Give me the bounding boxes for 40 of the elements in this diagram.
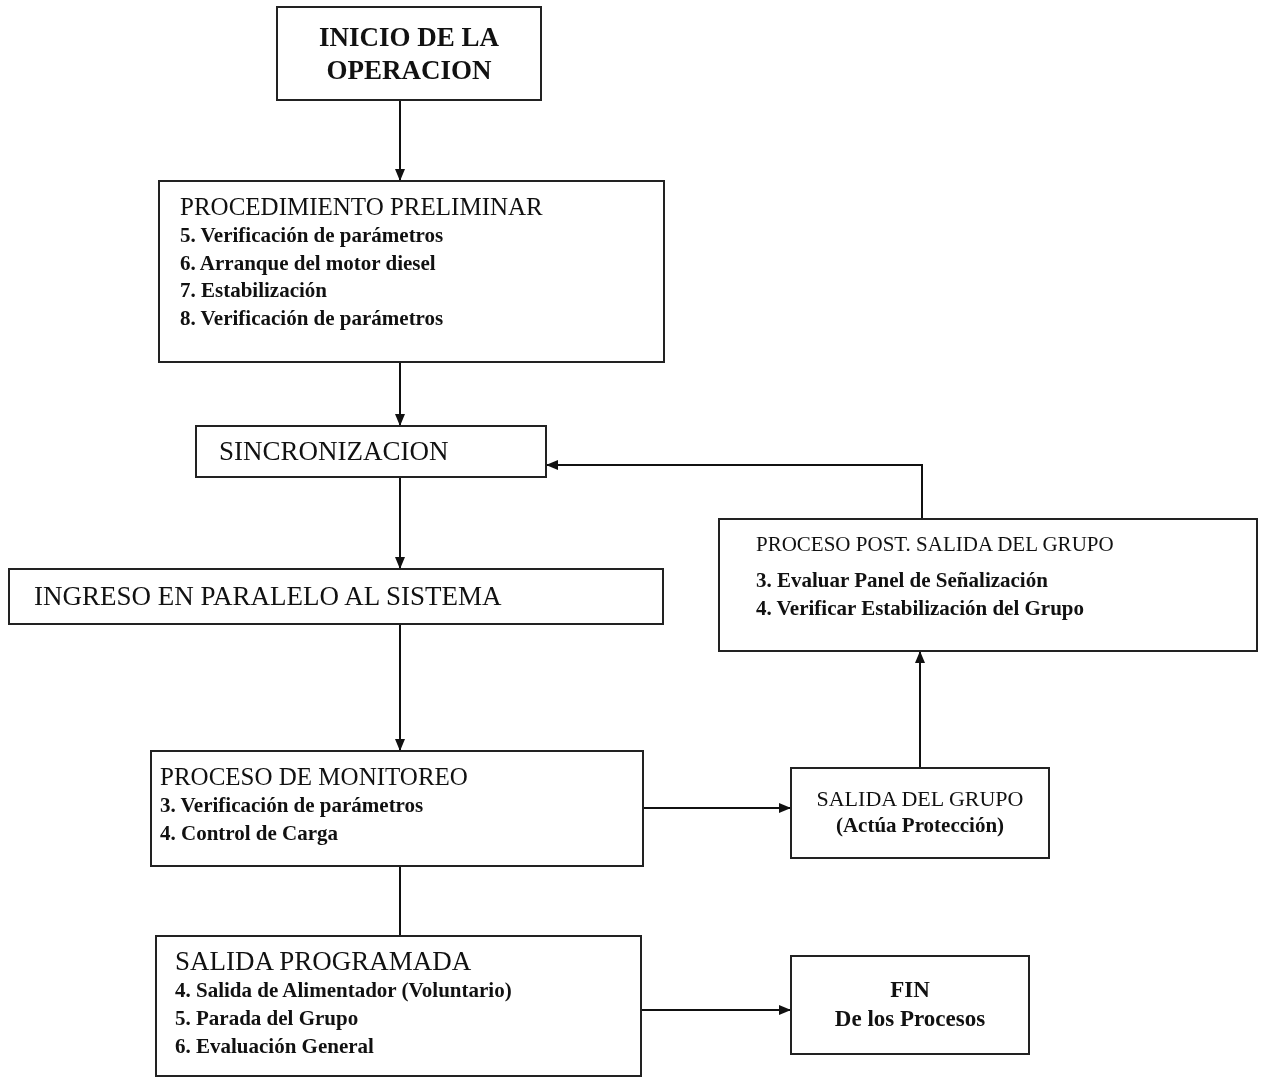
step-text: 4. Salida de Alimentador (Voluntario) bbox=[175, 977, 512, 1005]
process-box bbox=[8, 568, 664, 625]
box-heading: PROCEDIMIENTO PRELIMINAR bbox=[180, 192, 543, 222]
step-text: 5. Verificación de parámetros bbox=[180, 222, 444, 249]
step-text: 3. Verificación de parámetros bbox=[160, 792, 424, 819]
step-text: 3. Evaluar Panel de Señalización bbox=[756, 567, 1048, 595]
box-heading: PROCESO POST. SALIDA DEL GRUPO bbox=[756, 532, 1114, 558]
process-box bbox=[276, 6, 542, 101]
step-text: De los Procesos bbox=[834, 1004, 986, 1033]
arrow bbox=[546, 460, 923, 519]
box-heading: SALIDA PROGRAMADA bbox=[175, 945, 472, 978]
box-heading: INICIO DE LA OPERACION bbox=[317, 21, 500, 86]
box-heading: PROCESO DE MONITOREO bbox=[160, 762, 468, 792]
step-text: (Actúa Protección) bbox=[835, 812, 1005, 840]
process-box bbox=[155, 935, 642, 1077]
process-box bbox=[158, 180, 665, 363]
process-box bbox=[790, 767, 1050, 859]
box-heading: FIN bbox=[890, 976, 930, 1004]
process-box bbox=[150, 750, 644, 867]
arrow bbox=[643, 803, 791, 813]
box-heading: INGRESO EN PARALELO AL SISTEMA bbox=[34, 580, 502, 613]
box-heading: SALIDA DEL GRUPO bbox=[816, 785, 1024, 813]
arrow bbox=[395, 100, 405, 181]
step-text: 5. Parada del Grupo bbox=[175, 1005, 359, 1033]
arrow bbox=[395, 477, 405, 569]
arrow bbox=[395, 362, 405, 426]
step-text: 6. Arranque del motor diesel bbox=[180, 249, 436, 277]
arrow bbox=[641, 1005, 791, 1015]
process-box bbox=[790, 955, 1030, 1055]
process-box bbox=[718, 518, 1258, 652]
box-heading: SINCRONIZACION bbox=[219, 435, 449, 468]
connector-line bbox=[399, 866, 401, 936]
process-box bbox=[195, 425, 547, 478]
step-text: 4. Verificar Estabilización del Grupo bbox=[756, 594, 1085, 622]
step-text: 7. Estabilización bbox=[180, 277, 327, 305]
step-text: 4. Control de Carga bbox=[160, 819, 339, 847]
step-text: 8. Verificación de parámetros bbox=[180, 305, 444, 333]
arrow bbox=[915, 651, 925, 768]
arrow bbox=[395, 624, 405, 751]
step-text: 6. Evaluación General bbox=[175, 1032, 374, 1060]
